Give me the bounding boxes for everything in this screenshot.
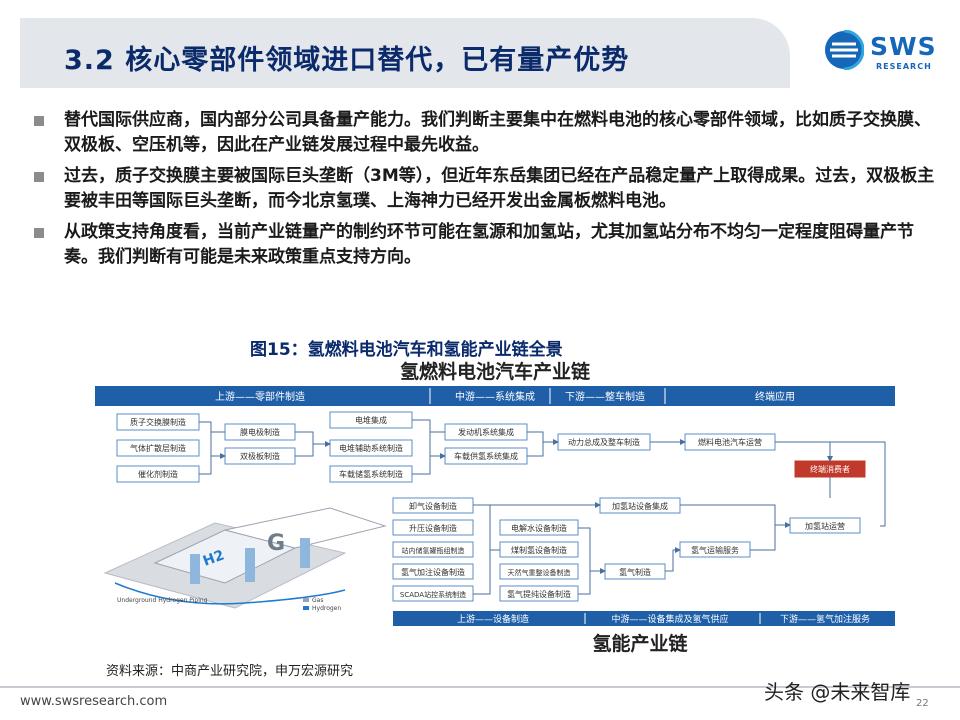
station-integration-box: 加氢站设备集成 (612, 501, 668, 511)
production-equipment-box: 电解水设备制造 (511, 523, 567, 533)
bottom-stage-band (393, 611, 895, 626)
figure-caption: 图15：氢燃料电池汽车和氢能产业链全景 (250, 340, 563, 360)
bullet-list: 替代国际供应商，国内部分公司具备量产能力。我们判断主要集中在燃料电池的核心零部件… (34, 108, 949, 276)
square-bullet-icon (34, 228, 44, 238)
part-box: 质子交换膜制造 (130, 417, 186, 427)
top-stage-upstream: 上游——零部件制造 (215, 390, 305, 403)
legend-gas: Gas (312, 597, 323, 604)
slide-header: 3.2 核心零部件领域进口替代，已有量产优势 SWS RESEARCH (0, 0, 960, 98)
bottom-stage-midstream: 中游——设备集成及氢气供应 (611, 613, 728, 625)
illustration-caption: Underground Hydrogen Piping (117, 597, 208, 604)
operation-box: 燃料电池汽车运营 (698, 437, 762, 447)
illustration-h2-label: H2 (201, 547, 227, 569)
stack-box: 电堆集成 (355, 415, 387, 425)
part-box: 气体扩散层制造 (130, 443, 186, 453)
production-equipment-box: 氢气提纯设备制造 (507, 589, 571, 599)
top-stage-band (95, 386, 895, 406)
bullet-item: 过去，质子交换膜主要被国际巨头垄断（3M等），但近年东岳集团已经在产品稳定量产上… (34, 164, 949, 214)
industry-chain-diagram: 氢燃料电池汽车产业链 上游——零部件制造 中游——系统集成 下游——整车制造 终… (95, 358, 895, 658)
slide-title: 3.2 核心零部件领域进口替代，已有量产优势 (64, 45, 630, 76)
stack-box: 车载储氢系统制造 (339, 469, 403, 479)
bullet-item: 从政策支持角度看，当前产业链量产的制约环节可能在氢源和加氢站，尤其加氢站分布不均… (34, 220, 949, 270)
bottom-stage-upstream: 上游——设备制造 (457, 613, 529, 625)
top-stage-terminal: 终端应用 (755, 390, 795, 403)
bullet-text: 从政策支持角度看，当前产业链量产的制约环节可能在氢源和加氢站，尤其加氢站分布不均… (64, 222, 914, 267)
square-bullet-icon (34, 172, 44, 182)
logo-text: SWS (870, 32, 937, 61)
bullet-text: 过去，质子交换膜主要被国际巨头垄断（3M等），但近年东岳集团已经在产品稳定量产上… (64, 166, 935, 211)
equipment-box: 卸气设备制造 (409, 501, 457, 511)
footer-url: www.swsresearch.com (20, 694, 168, 709)
bullet-text: 替代国际供应商，国内部分公司具备量产能力。我们判断主要集中在燃料电池的核心零部件… (64, 110, 931, 155)
equipment-box: 氢气加注设备制造 (401, 567, 465, 577)
system-box: 车载供氢系统集成 (454, 451, 518, 461)
equipment-box: 站内储氢罐瓶组制造 (402, 546, 465, 555)
square-bullet-icon (34, 116, 44, 126)
page-number: 22 (916, 698, 929, 709)
transport-box: 氢气运输服务 (691, 545, 739, 555)
system-box: 发动机系统集成 (458, 427, 514, 437)
sws-logo-icon (825, 30, 864, 70)
station-operations-box: 加氢站运营 (805, 521, 845, 531)
legend-hydrogen: Hydrogen (312, 605, 341, 612)
top-chain-title: 氢燃料电池汽车产业链 (400, 360, 590, 383)
equipment-box: SCADA站控系统制造 (400, 590, 466, 599)
top-stage-midstream: 中游——系统集成 (455, 390, 535, 403)
bottom-stage-downstream: 下游——氢气加注服务 (780, 613, 870, 625)
hydrogen-gas-box: 氢气制造 (619, 567, 651, 577)
powertrain-box: 动力总成及整车制造 (568, 437, 640, 447)
sws-logo: SWS RESEARCH (824, 30, 944, 76)
watermark: 头条 @未来智库 (764, 680, 911, 704)
production-equipment-box: 煤制氢设备制造 (511, 545, 567, 555)
terminal-consumer-box: 终端消费者 (810, 464, 850, 474)
illustration-g-label: G (267, 531, 285, 556)
equipment-box: 升压设备制造 (409, 523, 457, 533)
parts-group: 质子交换膜制造 气体扩散层制造 催化剂制造 膜电极制造 双极板制造 电堆集成 电… (116, 411, 866, 483)
part-box: 催化剂制造 (138, 469, 178, 479)
logo-subtext: RESEARCH (876, 62, 932, 71)
bullet-item: 替代国际供应商，国内部分公司具备量产能力。我们判断主要集中在燃料电池的核心零部件… (34, 108, 949, 158)
electrode-box: 膜电极制造 (240, 427, 280, 437)
production-equipment-box: 天然气重整设备制造 (508, 568, 571, 577)
footer-divider (0, 686, 960, 688)
bottom-chain-title: 氢能产业链 (592, 632, 687, 655)
title-bar (20, 18, 790, 88)
source-note: 资料来源：中商产业研究院，申万宏源研究 (106, 664, 354, 679)
top-stage-downstream: 下游——整车制造 (565, 390, 645, 403)
electrode-box: 双极板制造 (240, 451, 280, 461)
hydrogen-station-illustration: H2 G Underground Hydrogen Piping Gas Hyd… (103, 507, 387, 612)
stack-box: 电堆辅助系统制造 (339, 443, 403, 453)
